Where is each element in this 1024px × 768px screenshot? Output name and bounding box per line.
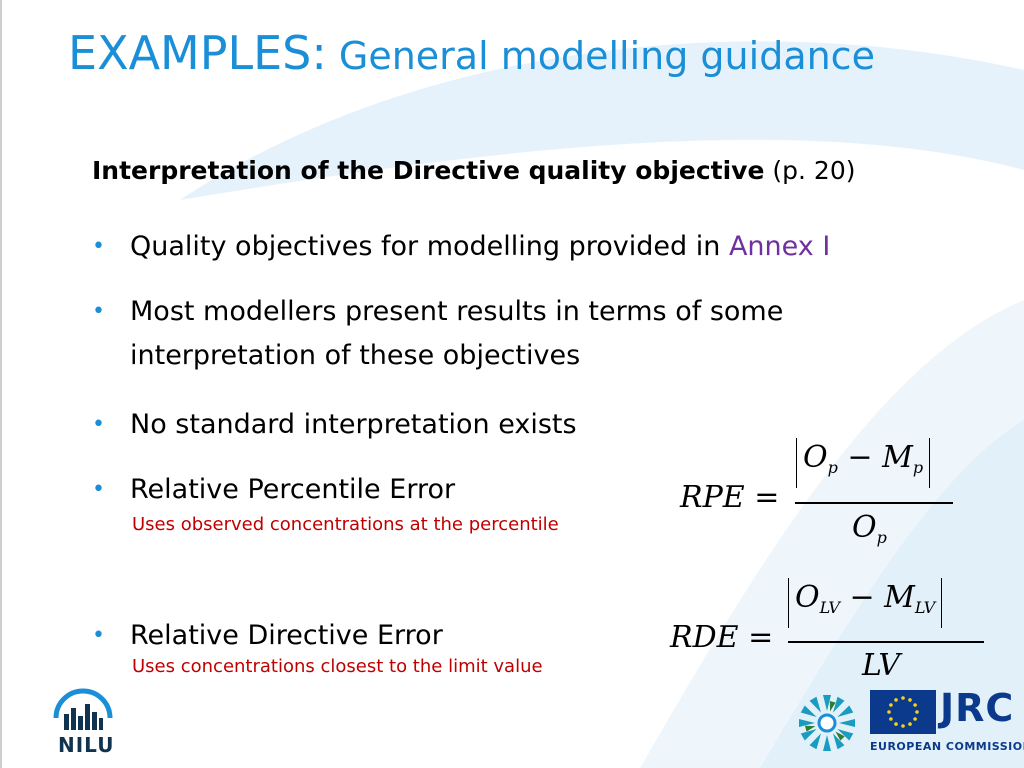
nilu-logo-text: NILU (58, 733, 115, 757)
nilu-logo-icon (53, 688, 113, 730)
rpe-denominator: Op (852, 510, 887, 547)
bullet-text: Relative Directive Error (130, 620, 443, 651)
european-commission-text: EUROPEAN COMMISSION (870, 740, 1024, 753)
bullet-text-line2: interpretation of these objectives (130, 340, 581, 371)
annex-link[interactable]: Annex I (728, 231, 831, 262)
bullet-text: No standard interpretation exists (130, 409, 577, 440)
jrc-logo-text: JRC (940, 686, 1015, 730)
bullet-dot-icon: • (92, 234, 105, 259)
bullet-dot-icon: • (92, 299, 105, 324)
rpe-note: Uses observed concentrations at the perc… (132, 514, 559, 535)
bullet-dot-icon: • (92, 412, 105, 437)
rpe-lhs: RPE = (680, 480, 780, 515)
subheading-page: (p. 20) (772, 156, 856, 185)
bullet-text-line1: Most modellers present results in terms … (130, 296, 784, 327)
rde-denominator: LV (862, 648, 901, 683)
title-sub: General modelling guidance (338, 34, 875, 78)
bullet-text: Quality objectives for modelling provide… (130, 231, 721, 262)
rde-lhs: RDE = (670, 620, 774, 655)
slide-title: EXAMPLES:General modelling guidance (68, 26, 875, 80)
subheading-bold: Interpretation of the Directive quality … (92, 156, 765, 185)
rde-fraction-bar (788, 641, 984, 643)
rpe-numerator: Op − Mp (796, 438, 931, 488)
bullet-dot-icon: • (92, 477, 105, 502)
left-edge-rule (0, 0, 2, 768)
rde-numerator: OLV − MLV (788, 578, 943, 628)
subheading: Interpretation of the Directive quality … (92, 156, 855, 185)
rpe-fraction-bar (795, 502, 953, 504)
jrc-sunburst-icon (799, 695, 855, 751)
bullet-text: Relative Percentile Error (130, 474, 456, 505)
bullet-dot-icon: • (92, 623, 105, 648)
rde-note: Uses concentrations closest to the limit… (132, 656, 543, 677)
eu-flag-icon (870, 690, 936, 734)
title-main: EXAMPLES: (68, 26, 327, 80)
jrc-logo: JRC EUROPEAN COMMISSION (870, 686, 1024, 758)
